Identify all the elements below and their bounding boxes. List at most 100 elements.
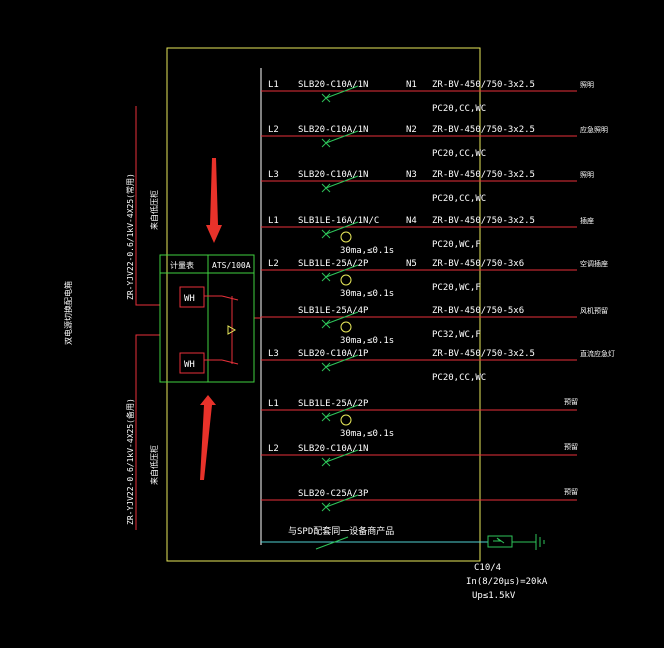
conduit-spec: PC20,CC,WC [432,373,486,383]
phase-label: L3 [268,349,279,359]
breaker-model: SLB1LE-25A/2P [298,399,369,409]
rcd-ring-icon [340,231,352,243]
load-name: 预留 [564,442,578,451]
breaker-contact [325,311,359,325]
ground-icon [535,534,545,550]
rcd-ring-icon [340,274,352,286]
breaker-model: SLB1LE-25A/4P [298,306,369,316]
breaker-model: SLB1LE-16A/1N/C [298,216,379,226]
board-frame [166,47,481,562]
breaker-contact [325,449,359,463]
rcd-spec: 30ma,≤0.1s [340,429,394,439]
cable-spec: ZR-BV-450/750-3x2.5 [432,216,535,226]
ats-box [159,254,255,383]
load-name: 照明 [580,171,594,179]
breaker-x-mark [321,457,331,467]
breaker-model: SLB20-C10A/1N [298,80,368,90]
load-name: 插座 [580,216,594,225]
meter-1-box [179,286,205,308]
breaker-x-mark [321,319,331,329]
load-name: 照明 [580,81,594,89]
circuit-number: N2 [406,125,417,135]
conduit-spec: PC20,CC,WC [432,194,486,204]
incoming-note-1: 来自低压柜 [149,190,159,230]
meter-2-box [179,352,205,374]
phase-label: L1 [268,216,279,226]
spd-device-symbol [493,537,505,544]
load-name: 应急照明 [580,125,608,134]
load-name: 空调插座 [580,259,608,268]
breaker-contact [325,175,359,189]
spd-model: C10/4 [474,563,501,573]
ats-switch-contact [221,295,239,301]
breaker-model: SLB20-C25A/3P [298,489,369,499]
conduit-spec: PC20,CC,WC [432,149,486,159]
incoming-feeder-1 [135,106,160,306]
circuit-number: N5 [406,259,417,269]
panel-side-label: 双电源切换配电箱 [63,281,73,345]
cable-spec: ZR-BV-450/750-3x2.5 [432,80,535,90]
breaker-x-mark [321,183,331,193]
arrow-down-icon [206,158,222,243]
cable-spec: ZR-BV-450/750-3x2.5 [432,170,535,180]
breaker-x-mark [321,229,331,239]
rcd-ring-icon [340,321,352,333]
rcd-spec: 30ma,≤0.1s [340,289,394,299]
breaker-contact [325,130,359,144]
phase-label: L3 [268,170,279,180]
conduit-spec: PC20,WC,F [432,240,481,250]
circuit-number: N3 [406,170,417,180]
circuit-number: N1 [406,80,417,90]
cable-spec: ZR-BV-450/750-3x2.5 [432,125,535,135]
cable-spec: ZR-BV-450/750-3x6 [432,259,524,269]
ats-triangle-icon [227,325,237,335]
breaker-contact [325,264,359,278]
circuit-number: N4 [406,216,417,226]
breaker-model: SLB20-C10A/1P [298,349,369,359]
breaker-x-mark [321,138,331,148]
breaker-contact [325,221,359,235]
breaker-contact [325,404,359,418]
arrow-up-icon [200,395,216,480]
breaker-model: SLB20-C10A/1N [298,170,368,180]
breaker-contact [325,85,359,99]
breaker-model: SLB20-C10A/1N [298,444,368,454]
breaker-model: SLB1LE-25A/2P [298,259,369,269]
spd-label: 与SPD配套同一设备商产品 [288,525,394,537]
phase-label: L1 [268,399,279,409]
phase-label: L2 [268,259,279,269]
load-name: 预留 [564,397,578,406]
spd-current: In(8/20μs)=20kA [466,577,548,587]
breaker-x-mark [321,93,331,103]
spd-voltage: Up≤1.5kV [472,591,516,601]
conduit-spec: PC20,WC,F [432,283,481,293]
breaker-contact [325,494,359,508]
load-name: 风机预留 [580,306,608,315]
phase-label: L1 [268,80,279,90]
cable-spec: ZR-BV-450/750-5x6 [432,306,524,316]
meter-section-label: 计量表 [170,260,194,270]
ats-rating: ATS/100A [212,261,251,270]
breaker-x-mark [321,412,331,422]
phase-label: L2 [268,444,279,454]
conduit-spec: PC32,WC,F [432,330,481,340]
load-name: 预留 [564,487,578,496]
incoming-feeder-2 [135,334,160,530]
incoming-note-2: 来自低压柜 [149,445,159,485]
load-name: 直流应急灯 [580,349,615,358]
cable-spec: ZR-BV-450/750-3x2.5 [432,349,535,359]
rcd-ring-icon [340,414,352,426]
breaker-x-mark [321,502,331,512]
rcd-spec: 30ma,≤0.1s [340,336,394,346]
ats-switch-contact-2 [221,359,239,365]
incoming-cable-1: ZR-YJV22-0.6/1kV-4X25(常用) [126,173,135,300]
incoming-cable-2: ZR-YJV22-0.6/1kV-4X25(备用) [125,398,135,525]
conduit-spec: PC20,CC,WC [432,104,486,114]
phase-label: L2 [268,125,279,135]
meter-2-label: WH [184,360,195,370]
breaker-contact [325,354,359,368]
meter-1-label: WH [184,294,195,304]
breaker-model: SLB20-C10A/1N [298,125,368,135]
